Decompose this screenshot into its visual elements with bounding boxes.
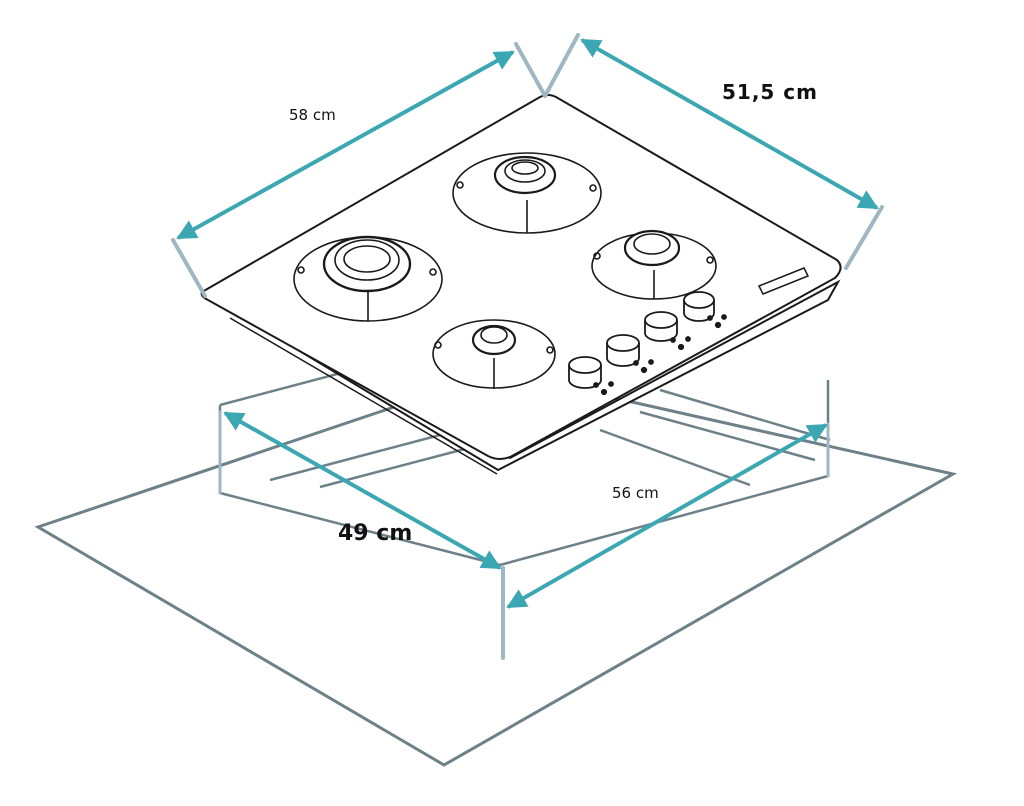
extension-lines <box>171 33 884 660</box>
knob-4 <box>683 291 727 329</box>
control-knobs <box>568 291 727 396</box>
burner-top <box>452 152 602 234</box>
knob-1 <box>568 356 614 396</box>
brand-plate <box>757 267 810 295</box>
label-cutout-depth: 49 cm <box>338 521 413 546</box>
burner-front <box>432 319 556 389</box>
burner-left <box>293 235 443 322</box>
burner-right <box>591 229 717 300</box>
arrow-49cm <box>223 411 502 570</box>
knob-2 <box>606 334 654 374</box>
arrow-56cm <box>506 423 828 609</box>
arrow-515cm <box>580 38 879 210</box>
label-cutout-width: 56 cm <box>612 484 659 502</box>
arrow-58cm <box>176 50 515 240</box>
knob-3 <box>644 311 691 351</box>
dimension-arrows <box>176 38 879 609</box>
label-hob-width: 51,5 cm <box>722 80 819 104</box>
label-hob-depth: 58 cm <box>289 106 336 124</box>
